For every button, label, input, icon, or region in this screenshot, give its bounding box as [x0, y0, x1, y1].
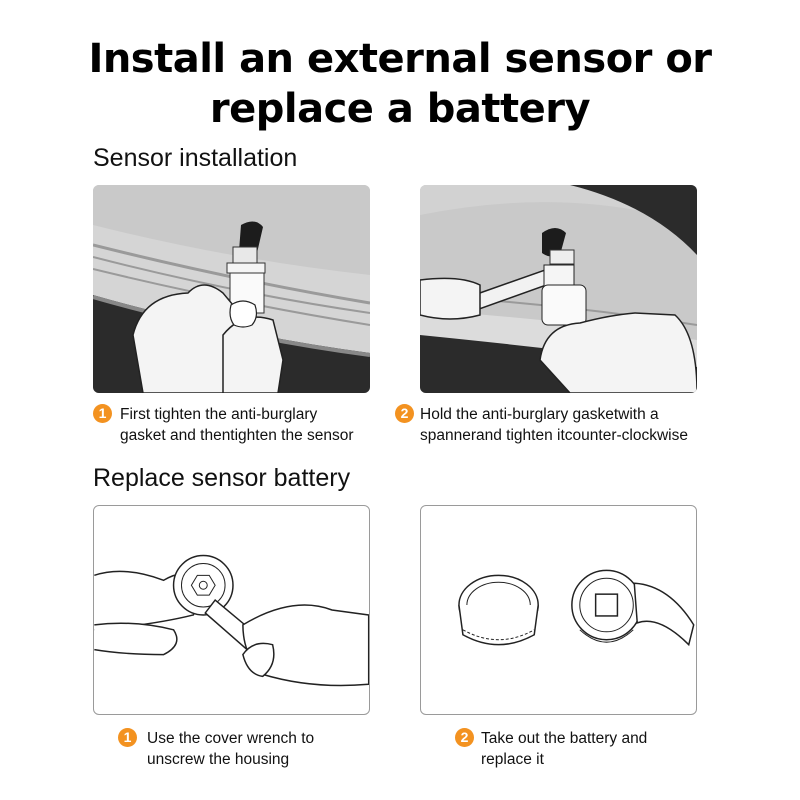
page-title: Install an external sensor or replace a … — [0, 34, 800, 134]
sensor-install-illustration-2 — [420, 185, 697, 393]
image-spanner-holding-gasket — [420, 185, 697, 393]
caption-line: gasket and thentighten the sensor — [120, 427, 354, 444]
caption-line: replace it — [481, 751, 544, 768]
section-heading-replace-battery: Replace sensor battery — [93, 464, 351, 492]
caption-line: Take out the battery and — [481, 730, 648, 747]
title-line-2: replace a battery — [209, 86, 591, 132]
step-number-badge: 1 — [93, 404, 112, 423]
step-number-badge: 2 — [395, 404, 414, 423]
caption-line: First tighten the anti-burglary — [120, 406, 318, 423]
section-heading-sensor-installation: Sensor installation — [93, 144, 298, 172]
image-hand-tightening-sensor — [93, 185, 370, 393]
caption-line: Use the cover wrench to — [147, 730, 315, 747]
battery-illustration-2 — [458, 569, 695, 647]
battery-illustration-1 — [94, 554, 369, 687]
step-number-badge: 1 — [118, 728, 137, 747]
caption-line: Hold the anti-burglary gasketwith a — [420, 406, 659, 423]
title-line-1: Install an external sensor or — [88, 36, 712, 82]
caption-line: unscrew the housing — [147, 751, 290, 768]
caption-line: spannerand tighten itcounter-clockwise — [420, 427, 688, 444]
image-opened-housing — [420, 505, 697, 715]
image-cover-wrench — [93, 505, 370, 715]
sensor-install-illustration-1 — [93, 185, 370, 393]
step-number-badge: 2 — [455, 728, 474, 747]
